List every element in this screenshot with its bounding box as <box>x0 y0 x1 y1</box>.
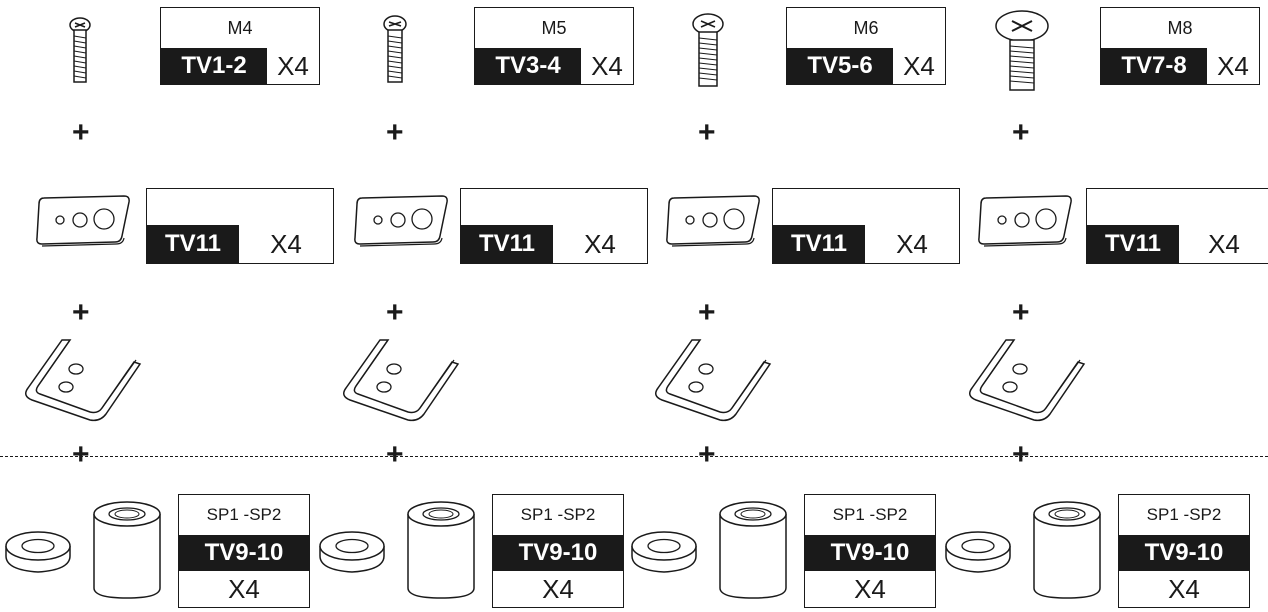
spacer-code: TV9-10 <box>179 535 309 571</box>
plus-sign: + <box>386 438 404 471</box>
plus-sign: + <box>72 438 90 471</box>
screw-code: TV1-2 <box>161 48 267 84</box>
plus-sign: + <box>386 296 404 329</box>
plus-sign: + <box>72 296 90 329</box>
spacer-size: SP1 -SP2 <box>520 505 596 524</box>
plus-sign: + <box>1012 438 1030 471</box>
spacer-icon <box>93 501 161 599</box>
screw-icon <box>383 15 407 83</box>
bracket-icon <box>343 339 460 422</box>
screw-label: M5 TV3-4 X4 <box>474 7 634 85</box>
hardware-column-m5: M5 TV3-4 X4 + TV11 X4 + + <box>314 0 648 612</box>
plus-sign: + <box>386 116 404 149</box>
spacer-icon <box>1033 501 1101 599</box>
spacer-code: TV9-10 <box>805 535 935 571</box>
washer-plate-icon <box>978 195 1072 247</box>
screw-icon <box>69 17 91 83</box>
spacer-label: SP1 -SP2 TV9-10 X4 <box>1118 494 1250 608</box>
spacer-qty: X4 <box>854 573 886 604</box>
washer-qty: X4 <box>896 228 928 259</box>
screw-code: TV7-8 <box>1101 48 1207 84</box>
washer-plate-icon <box>666 195 760 247</box>
screw-label: M4 TV1-2 X4 <box>160 7 320 85</box>
washer-plate-icon <box>354 195 448 247</box>
washer-code: TV11 <box>147 225 239 263</box>
spacer-size: SP1 -SP2 <box>832 505 908 524</box>
spacer-size: SP1 -SP2 <box>1146 505 1222 524</box>
washer-code: TV11 <box>773 225 865 263</box>
spacer-code: TV9-10 <box>1119 535 1249 571</box>
screw-qty: X4 <box>903 50 935 81</box>
washer-qty: X4 <box>1208 228 1240 259</box>
screw-label: M8 TV7-8 X4 <box>1100 7 1260 85</box>
hardware-column-m6: M6 TV5-6 X4 + TV11 X4 + + <box>626 0 960 612</box>
ring-washer-icon <box>5 531 71 573</box>
screw-qty: X4 <box>591 50 623 81</box>
washer-qty: X4 <box>584 228 616 259</box>
screw-qty: X4 <box>1217 50 1249 81</box>
ring-washer-icon <box>631 531 697 573</box>
spacer-icon <box>407 501 475 599</box>
screw-icon <box>692 13 724 87</box>
washer-plate-icon <box>36 195 130 247</box>
bracket-icon <box>655 339 772 422</box>
ring-washer-icon <box>319 531 385 573</box>
hardware-column-m4: M4 TV1-2 X4 + TV11 X4 + + <box>0 0 334 612</box>
screw-qty: X4 <box>277 50 309 81</box>
bracket-icon <box>25 339 142 422</box>
washer-label: TV11 X4 <box>460 188 648 264</box>
washer-qty: X4 <box>270 228 302 259</box>
washer-label: TV11 X4 <box>1086 188 1268 264</box>
dashed-divider <box>0 456 1268 457</box>
screw-size: M6 <box>853 18 879 38</box>
screw-size: M5 <box>541 18 567 38</box>
spacer-code: TV9-10 <box>493 535 623 571</box>
plus-sign: + <box>698 438 716 471</box>
plus-sign: + <box>72 116 90 149</box>
spacer-label: SP1 -SP2 TV9-10 X4 <box>492 494 624 608</box>
screw-label: M6 TV5-6 X4 <box>786 7 946 85</box>
plus-sign: + <box>698 116 716 149</box>
plus-sign: + <box>698 296 716 329</box>
spacer-qty: X4 <box>1168 573 1200 604</box>
screw-size: M8 <box>1167 18 1193 38</box>
spacer-icon <box>719 501 787 599</box>
spacer-qty: X4 <box>542 573 574 604</box>
screw-icon <box>995 10 1049 91</box>
screw-size: M4 <box>227 18 253 38</box>
washer-label: TV11 X4 <box>146 188 334 264</box>
washer-label: TV11 X4 <box>772 188 960 264</box>
bracket-icon <box>969 339 1086 422</box>
spacer-qty: X4 <box>228 573 260 604</box>
plus-sign: + <box>1012 116 1030 149</box>
spacer-label: SP1 -SP2 TV9-10 X4 <box>178 494 310 608</box>
washer-code: TV11 <box>461 225 553 263</box>
screw-code: TV5-6 <box>787 48 893 84</box>
washer-code: TV11 <box>1087 225 1179 263</box>
screw-code: TV3-4 <box>475 48 581 84</box>
plus-sign: + <box>1012 296 1030 329</box>
hardware-column-m8: M8 TV7-8 X4 + TV11 X4 + + <box>940 0 1268 612</box>
spacer-label: SP1 -SP2 TV9-10 X4 <box>804 494 936 608</box>
spacer-size: SP1 -SP2 <box>206 505 282 524</box>
ring-washer-icon <box>945 531 1011 573</box>
